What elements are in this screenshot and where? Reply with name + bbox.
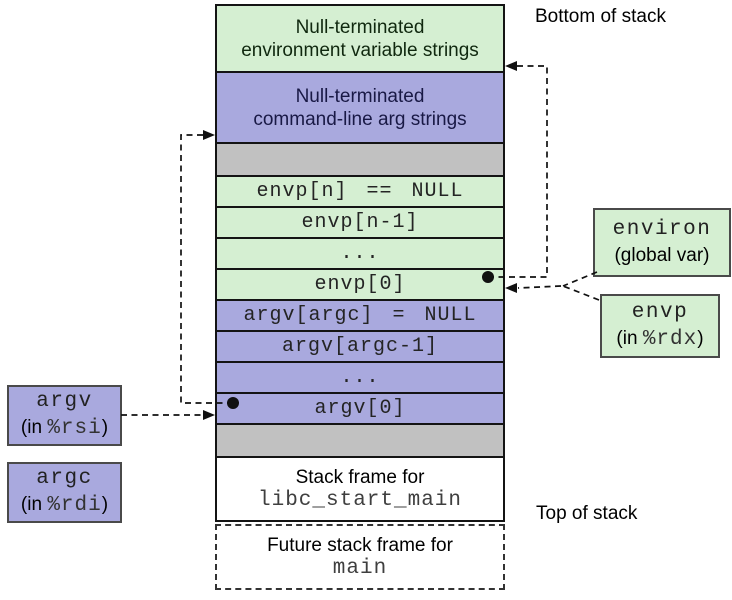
env-strings-line2: environment variable strings [241, 39, 479, 61]
libc-frame-line1: Stack frame for [295, 467, 425, 488]
row-env-strings: Null-terminated environment variable str… [217, 6, 503, 71]
envp-register-id: %rdx [642, 327, 698, 351]
argv-register-location: (in %rsi) [21, 415, 108, 442]
env-strings-arrowhead-icon [505, 61, 517, 71]
environ-name: environ [612, 217, 712, 241]
envp-loc-suffix: ) [697, 327, 704, 349]
arg-strings-arrowhead-icon [203, 130, 215, 140]
row-spacer-bottom [217, 423, 503, 456]
row-argv-argc-1: argv[argc-1] [217, 330, 503, 361]
future-frame-line1: Future stack frame for [267, 535, 453, 556]
envp-register-box: envp (in %rdx) [600, 294, 720, 358]
top-of-stack-label: Top of stack [536, 503, 638, 524]
envp0-arrowhead-icon [505, 283, 517, 293]
argv0-arrowhead-icon [203, 410, 215, 420]
stack-column: Null-terminated environment variable str… [215, 4, 505, 522]
argc-register-box: argc (in %rdi) [7, 462, 122, 523]
envp-pointer-line [562, 285, 600, 301]
argv-register-box: argv (in %rsi) [7, 385, 122, 446]
argv-loc-suffix: ) [101, 417, 109, 438]
argc-register-name: argc [36, 467, 93, 490]
row-envp-ellipsis: ... [217, 237, 503, 268]
arg-strings-line1: Null-terminated [295, 85, 425, 107]
environ-note: (global var) [614, 244, 710, 266]
row-argv-argc: argv[argc] = NULL [217, 299, 503, 330]
row-libc-frame: Stack frame for libc_start_main [217, 456, 503, 520]
future-stack-frame-box: Future stack frame for main [215, 524, 505, 590]
libc-frame-line2: libc_start_main [257, 489, 463, 512]
arg-strings-line2: command-line arg strings [253, 108, 467, 130]
environ-variable-box: environ (global var) [593, 208, 731, 277]
argv-register-id: %rsi [47, 417, 102, 440]
envp-register-location: (in %rdx) [616, 326, 703, 353]
argv-register-name: argv [36, 390, 93, 413]
bottom-of-stack-label: Bottom of stack [535, 6, 666, 27]
env-strings-line1: Null-terminated [295, 16, 425, 38]
argv-loc-prefix: (in [20, 417, 48, 438]
row-arg-strings: Null-terminated command-line arg strings [217, 71, 503, 142]
environ-envp-merged-line [517, 285, 562, 289]
envp-loc-prefix: (in [616, 327, 643, 349]
environ-pointer-line [562, 271, 598, 287]
row-argv-0: argv[0] [217, 392, 503, 423]
row-envp-0: envp[0] [217, 268, 503, 299]
argc-register-id: %rdi [47, 494, 102, 517]
row-envp-n-1: envp[n-1] [217, 206, 503, 237]
argc-register-location: (in %rdi) [21, 492, 108, 519]
future-frame-line2: main [332, 557, 388, 580]
row-argv-ellipsis: ... [217, 361, 503, 392]
row-envp-n: envp[n] == NULL [217, 175, 503, 206]
argc-loc-prefix: (in [20, 494, 48, 515]
argc-loc-suffix: ) [101, 494, 109, 515]
row-spacer-top [217, 142, 503, 175]
envp-register-name: envp [631, 300, 689, 324]
